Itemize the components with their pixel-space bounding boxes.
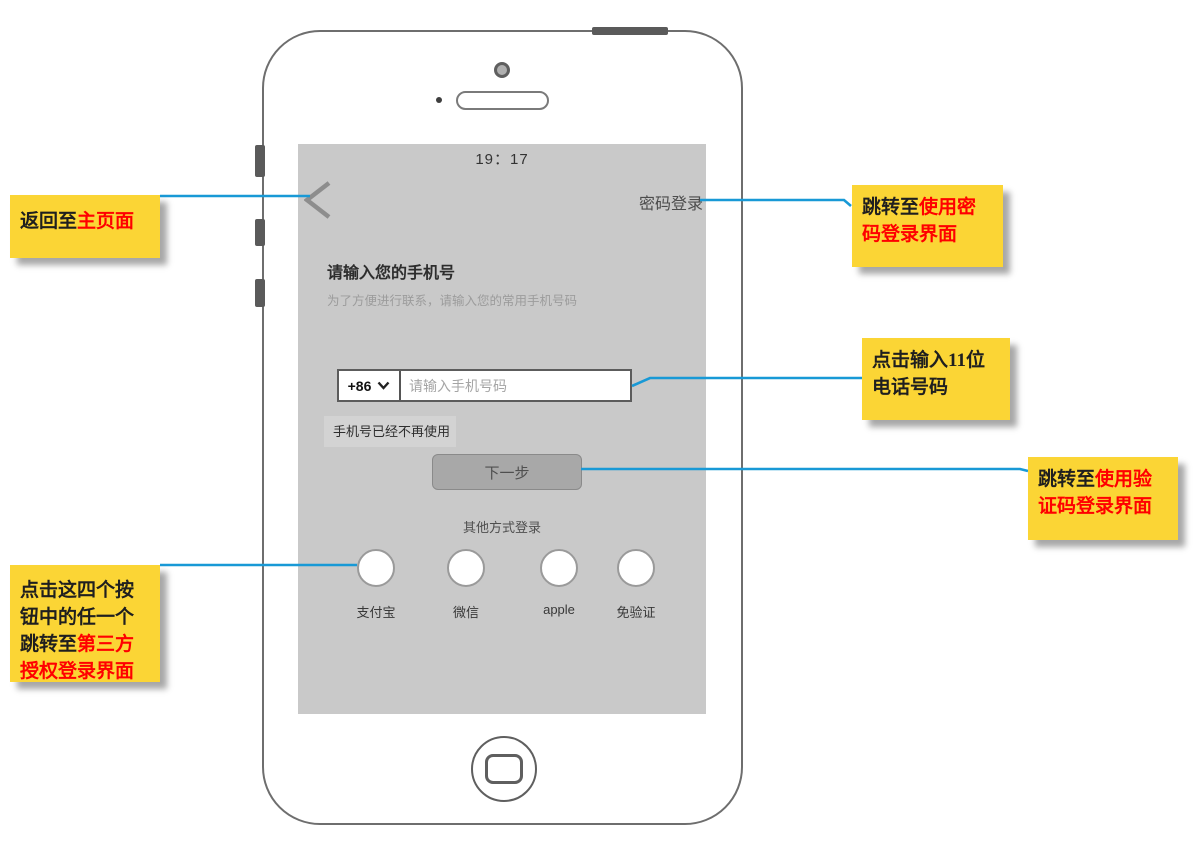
country-code-select[interactable]: +86 (339, 371, 399, 400)
annotation-text-black: 返回至 (20, 211, 78, 232)
apple-login-label: apple (543, 602, 575, 617)
annotation-text-red: 使用密码登录界面 (862, 197, 977, 245)
annotation-text-black: 点击这四个按钮中的任一个跳转至 (20, 580, 135, 655)
power-button[interactable] (592, 27, 668, 35)
annotation-password-login: 跳转至使用密码登录界面 (852, 185, 1003, 267)
annotation-text-red: 主页面 (77, 211, 135, 232)
phone-screen: 19：17 密码登录 请输入您的手机号 为了方便进行联系，请输入您的常用手机号码… (298, 144, 706, 714)
wechat-login-button[interactable] (447, 549, 485, 587)
status-bar-time: 19：17 (475, 151, 529, 168)
next-step-button[interactable]: 下一步 (432, 454, 582, 490)
page-title: 请输入您的手机号 (327, 265, 456, 282)
wechat-login-label: 微信 (452, 605, 479, 620)
annotation-back-to-home: 返回至主页面 (10, 195, 160, 258)
annotation-text-red: 第三方授权登录界面 (20, 634, 135, 682)
other-login-title: 其他方式登录 (462, 520, 541, 535)
chevron-down-icon (377, 381, 390, 390)
phone-frame: 19：17 密码登录 请输入您的手机号 为了方便进行联系，请输入您的常用手机号码… (255, 27, 743, 825)
annotation-phone-input: 点击输入11位电话号码 (862, 338, 1010, 420)
phone-number-input-group: +86 (337, 369, 632, 402)
no-verify-login-button[interactable] (617, 549, 655, 587)
volume-down-button[interactable] (255, 279, 265, 307)
annotation-text-black: 跳转至 (1038, 469, 1096, 490)
no-verify-login-label: 免验证 (616, 605, 656, 620)
annotation-text-black: 跳转至 (862, 197, 920, 218)
back-chevron-icon[interactable] (304, 180, 332, 220)
proximity-sensor-icon (436, 97, 442, 103)
page-subtitle: 为了方便进行联系，请输入您的常用手机号码 (327, 294, 578, 308)
input-divider (399, 371, 401, 400)
home-button[interactable] (471, 736, 537, 802)
password-login-link[interactable]: 密码登录 (638, 196, 703, 213)
annotation-verification-login: 跳转至使用验证码登录界面 (1028, 457, 1178, 540)
phone-unused-notice: 手机号已经不再使用 (324, 416, 456, 447)
country-code-value: +86 (347, 377, 372, 394)
mute-switch[interactable] (255, 145, 265, 177)
alipay-login-button[interactable] (357, 549, 395, 587)
earpiece-speaker-icon (456, 91, 549, 110)
annotation-text-red: 使用验证码登录界面 (1038, 469, 1153, 517)
apple-login-button[interactable] (540, 549, 578, 587)
volume-up-button[interactable] (255, 219, 265, 246)
alipay-login-label: 支付宝 (356, 605, 396, 620)
phone-number-input[interactable] (401, 371, 630, 400)
annotation-third-party-login: 点击这四个按钮中的任一个跳转至第三方授权登录界面 (10, 565, 160, 682)
annotation-text-black: 点击输入11位电话号码 (872, 350, 985, 398)
home-button-square-icon (485, 754, 523, 784)
front-camera-icon (494, 62, 510, 78)
